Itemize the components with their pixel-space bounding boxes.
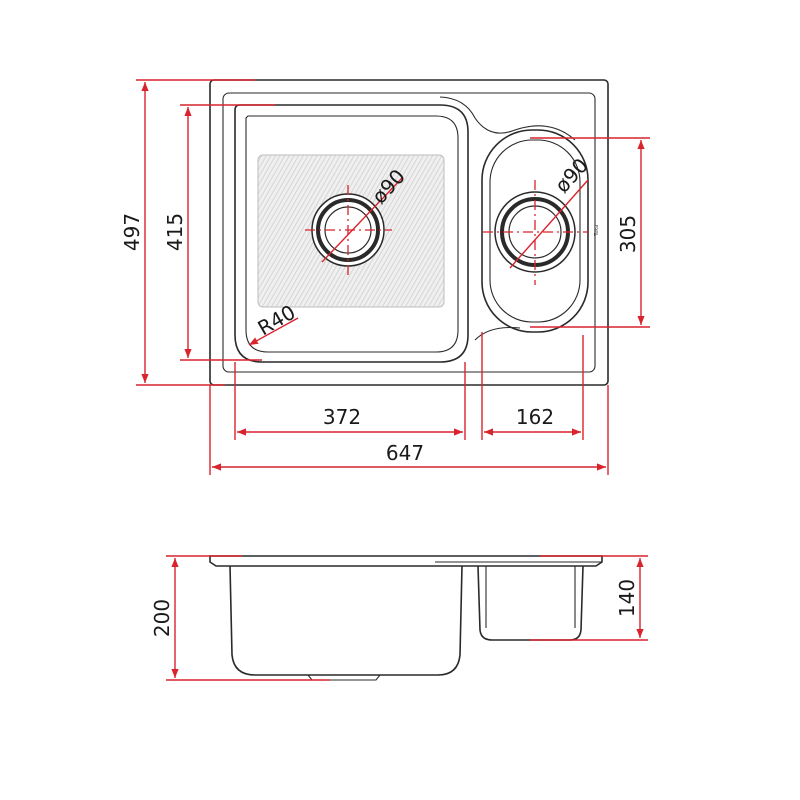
small-drain xyxy=(483,179,589,285)
main-bowl-width-label: 372 xyxy=(323,405,361,429)
dim-small-bowl-width xyxy=(481,332,584,440)
dim-small-bowl-depth xyxy=(530,555,648,641)
main-bowl-outline xyxy=(234,104,469,363)
bowl-connector xyxy=(439,96,576,341)
main-bowl-inner-line xyxy=(245,115,459,353)
small-bowl-inner-line xyxy=(489,139,581,323)
overall-height-label: 497 xyxy=(120,213,144,251)
side-small-bowl xyxy=(477,565,584,641)
main-bowl-height-label: 415 xyxy=(163,213,187,251)
small-drain-diameter-label: ø90 xyxy=(550,153,593,197)
main-drain xyxy=(305,176,404,275)
side-main-bowl xyxy=(229,565,463,676)
top-view: Teka ø90 ø90 R40 497 xyxy=(120,79,650,475)
sink-outer-rim xyxy=(209,79,609,386)
sink-inner-rim xyxy=(222,92,596,373)
dim-overall-width xyxy=(209,385,609,475)
small-bowl-width-label: 162 xyxy=(516,405,554,429)
overall-width-label: 647 xyxy=(386,441,424,465)
dim-overall-height xyxy=(136,79,255,386)
corner-radius-leader xyxy=(248,317,299,346)
brand-logo: Teka xyxy=(594,225,600,237)
dim-main-bowl-height xyxy=(180,104,275,361)
small-bowl-height-label: 305 xyxy=(616,215,640,253)
side-view: 200 140 xyxy=(150,555,648,681)
side-rim-flange xyxy=(209,555,603,567)
dim-small-bowl-height xyxy=(530,137,650,328)
small-bowl-outline xyxy=(481,129,589,333)
dim-main-bowl-depth xyxy=(166,555,330,681)
dim-main-bowl-width xyxy=(234,362,466,440)
main-bowl-depth-label: 200 xyxy=(150,599,174,637)
small-bowl-depth-label: 140 xyxy=(615,579,639,617)
